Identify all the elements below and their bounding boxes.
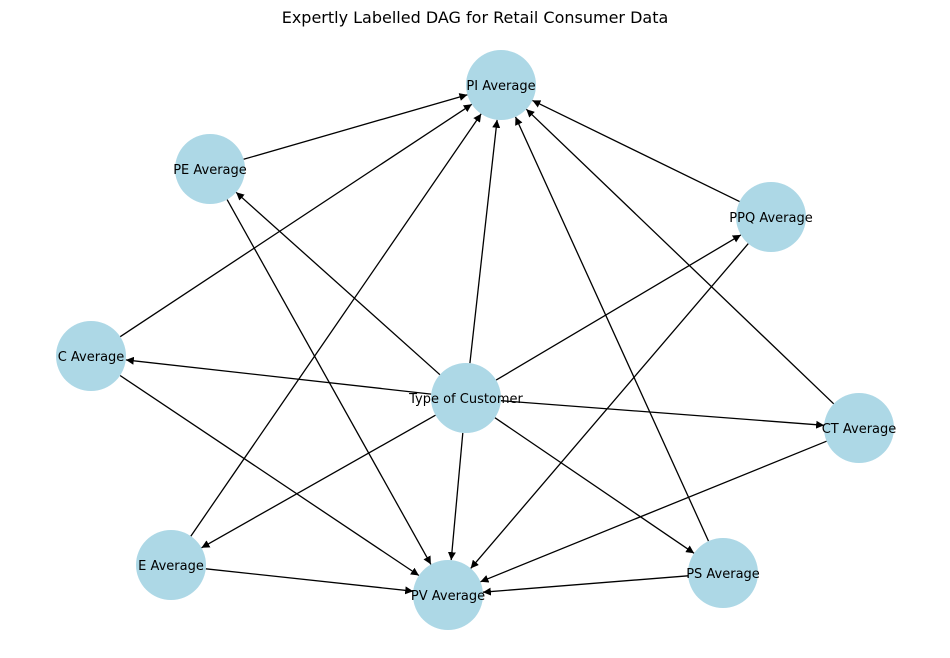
node-pe-average: PE Average <box>173 134 247 204</box>
node-circle <box>136 530 206 600</box>
node-circle <box>466 50 536 120</box>
edge-pe-to-pv <box>226 199 432 565</box>
node-circle <box>175 134 245 204</box>
node-label: PI Average <box>466 79 535 94</box>
node-label: Type of Customer <box>408 392 523 407</box>
edge-tc-to-c <box>125 356 432 395</box>
edge-ps-to-pi <box>514 116 710 542</box>
edge-tc-to-pv <box>447 432 464 561</box>
node-circle <box>688 538 758 608</box>
node-c-average: C Average <box>56 321 126 391</box>
node-circle <box>736 182 806 252</box>
edge-tc-to-ps <box>494 417 695 554</box>
node-pi-average: PI Average <box>466 50 536 120</box>
edge-tc-to-ppq <box>495 234 742 381</box>
edge-e-to-pi <box>190 113 482 537</box>
node-ppq-average: PPQ Average <box>729 182 813 252</box>
node-e-average: E Average <box>136 530 206 600</box>
node-circle <box>431 363 501 433</box>
edge-tc-to-ct <box>500 400 825 429</box>
node-label: E Average <box>138 559 204 574</box>
node-pv-average: PV Average <box>411 560 485 630</box>
node-label: PS Average <box>686 567 760 582</box>
node-circle <box>413 560 483 630</box>
edge-c-to-pv <box>119 374 420 577</box>
edge-pe-to-pi <box>243 93 468 160</box>
edge-ct-to-pv <box>480 440 827 583</box>
edge-tc-to-pe <box>235 191 441 376</box>
node-type-of-customer: Type of Customer <box>408 363 524 433</box>
edge-e-to-pv <box>205 568 414 595</box>
node-circle <box>824 393 894 463</box>
node-ct-average: CT Average <box>822 393 897 463</box>
edges-layer <box>119 93 835 596</box>
node-label: PV Average <box>411 589 485 604</box>
edge-tc-to-e <box>201 414 436 549</box>
node-ps-average: PS Average <box>686 538 760 608</box>
diagram-title: Expertly Labelled DAG for Retail Consume… <box>282 8 669 27</box>
node-label: C Average <box>58 350 125 365</box>
node-label: PPQ Average <box>729 211 812 226</box>
edge-ppq-to-pv <box>470 243 749 569</box>
node-circle <box>56 321 126 391</box>
edge-tc-to-pi <box>469 119 501 364</box>
node-label: CT Average <box>822 422 897 437</box>
edge-ppq-to-pi <box>532 99 740 203</box>
edge-c-to-pi <box>119 103 473 338</box>
node-label: PE Average <box>173 163 247 178</box>
edge-ps-to-pv <box>482 575 689 596</box>
edge-ct-to-pi <box>525 108 835 405</box>
